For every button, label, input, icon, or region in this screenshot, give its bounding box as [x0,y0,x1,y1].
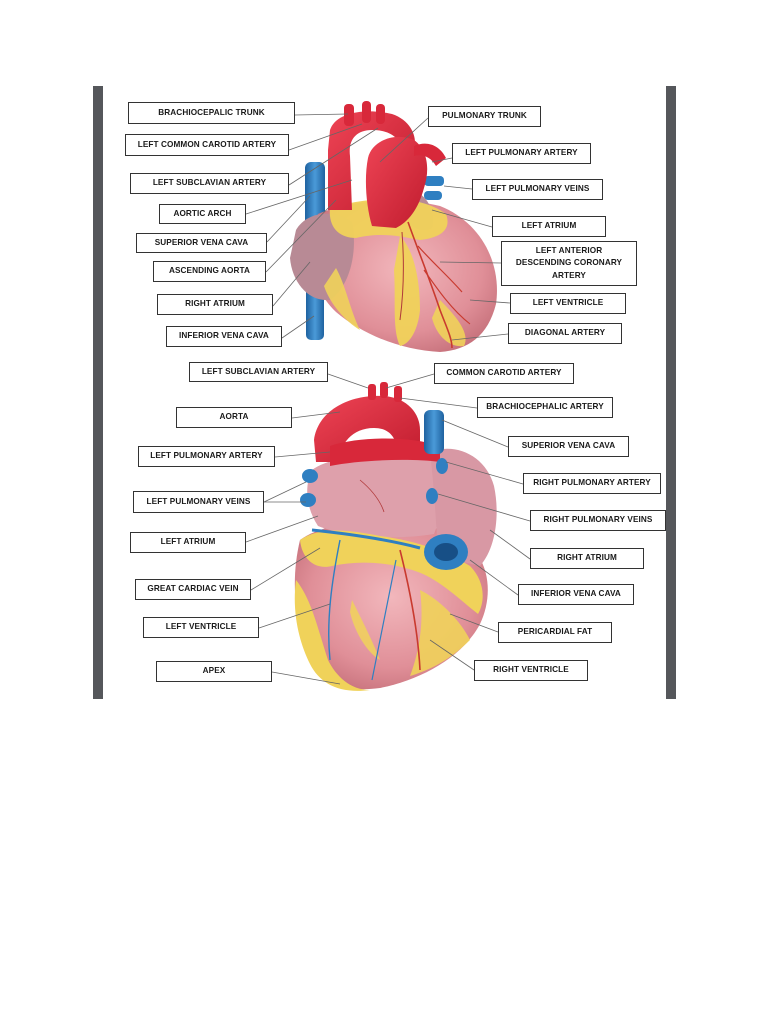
label-pericardial-fat: PERICARDIAL FAT [498,622,612,643]
label-aorta: AORTA [176,407,292,428]
label-inferior-vena-cava: INFERIOR VENA CAVA [166,326,282,347]
label-left-pulmonary-veins-posterior: LEFT PULMONARY VEINS [133,491,264,513]
label-pulmonary-trunk: PULMONARY TRUNK [428,106,541,127]
label-right-atrium-posterior: RIGHT ATRIUM [530,548,644,569]
label-left-ventricle: LEFT VENTRICLE [510,293,626,314]
label-left-anterior-descending-coronary-artery: LEFT ANTERIOR DESCENDING CORONARY ARTERY [501,241,637,286]
bottom-right-pulmonary-veins-shape [436,458,448,474]
label-left-subclavian-artery: LEFT SUBCLAVIAN ARTERY [130,173,289,194]
label-left-atrium: LEFT ATRIUM [492,216,606,237]
label-right-pulmonary-veins: RIGHT PULMONARY VEINS [530,510,666,531]
left-frame-bar [93,86,103,699]
label-great-cardiac-vein: GREAT CARDIAC VEIN [135,579,251,600]
top-aorta-shape [328,111,416,210]
label-left-pulmonary-artery-posterior: LEFT PULMONARY ARTERY [138,446,275,467]
top-left-common-carotid-shape [362,101,371,123]
label-left-pulmonary-veins: LEFT PULMONARY VEINS [472,179,603,200]
top-pulmonary-trunk-shape [365,136,428,228]
bottom-left-atrium-shape [307,455,443,538]
right-frame-bar [666,86,676,699]
label-left-common-carotid-artery: LEFT COMMON CAROTID ARTERY [125,134,289,156]
label-brachiocephalic-trunk: BRACHIOCEPALIC TRUNK [128,102,295,124]
label-diagonal-artery: DIAGONAL ARTERY [508,323,622,344]
top-left-pulmonary-veins-shape [424,176,444,186]
label-left-ventricle-posterior: LEFT VENTRICLE [143,617,259,638]
label-inferior-vena-cava-posterior: INFERIOR VENA CAVA [518,584,634,605]
label-superior-vena-cava-posterior: SUPERIOR VENA CAVA [508,436,629,457]
top-left-subclavian-shape [376,104,385,124]
heart-anterior-view [290,101,497,352]
label-left-pulmonary-artery: LEFT PULMONARY ARTERY [452,143,591,164]
leader-lines [245,113,531,685]
bottom-pulmonary-arteries-shape [330,438,440,466]
bottom-superior-vena-cava-shape [424,410,444,454]
heart-posterior-view [294,382,497,691]
label-brachiocephalic-artery: BRACHIOCEPHALIC ARTERY [477,397,613,418]
bottom-left-pulmonary-veins-shape [302,469,318,483]
label-left-subclavian-artery-posterior: LEFT SUBCLAVIAN ARTERY [189,362,328,382]
label-right-atrium: RIGHT ATRIUM [157,294,273,315]
label-superior-vena-cava: SUPERIOR VENA CAVA [136,233,267,253]
label-right-ventricle: RIGHT VENTRICLE [474,660,588,681]
label-left-atrium-posterior: LEFT ATRIUM [130,532,246,553]
label-aortic-arch: AORTIC ARCH [159,204,246,224]
top-brachiocephalic-shape [344,104,354,126]
label-apex: APEX [156,661,272,682]
label-common-carotid-artery: COMMON CAROTID ARTERY [434,363,574,384]
label-right-pulmonary-artery: RIGHT PULMONARY ARTERY [523,473,661,494]
label-ascending-aorta: ASCENDING AORTA [153,261,266,282]
